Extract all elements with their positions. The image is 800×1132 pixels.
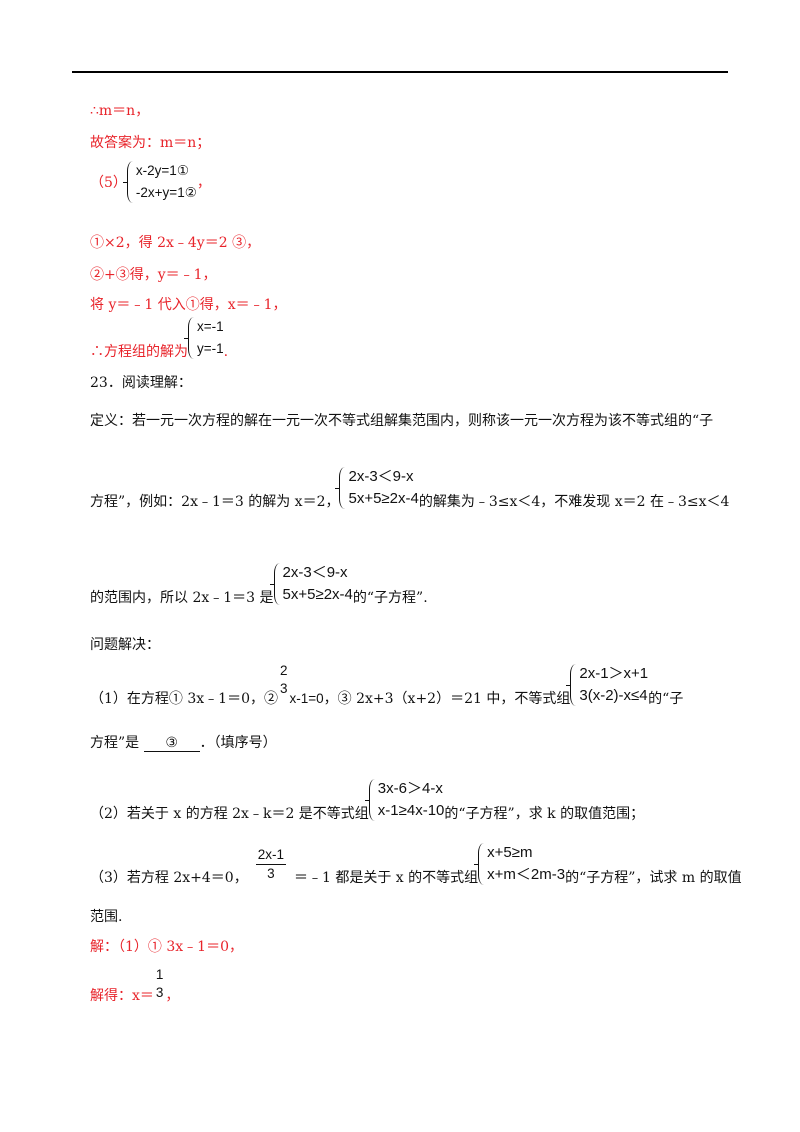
step-substitute: 将 y＝﹣1 代入①得，x＝﹣1， xyxy=(90,297,287,313)
answer-blank: ③ xyxy=(143,735,200,752)
answer-line: 故答案为：m＝n； xyxy=(90,135,211,151)
solution-part1: 解：（1）① 3x﹣1＝0， xyxy=(90,939,243,955)
question-23-title: 23．阅读理解： xyxy=(90,375,192,391)
part5-system: （5）x-2y=1①-2x+y=1②， xyxy=(90,160,211,204)
part1-answer-line: 方程”是 ③．（填序号） xyxy=(90,735,277,752)
definition-text: 定义：若一元一次方程的解在一元一次不等式组解集范围内，则称该一元一次方程为该不等… xyxy=(90,413,714,429)
step-add: ②+③得，y＝﹣1， xyxy=(90,267,217,283)
problem-solving-title: 问题解决： xyxy=(90,637,160,653)
header-rule xyxy=(72,71,728,73)
equation-system: x-2y=1①-2x+y=1② xyxy=(122,160,197,204)
step-conclusion: ∴m＝n， xyxy=(90,103,150,119)
part3-question-cont: 范围. xyxy=(90,909,123,925)
step-multiply: ①×2，得 2x﹣4y＝2 ③， xyxy=(90,235,261,251)
